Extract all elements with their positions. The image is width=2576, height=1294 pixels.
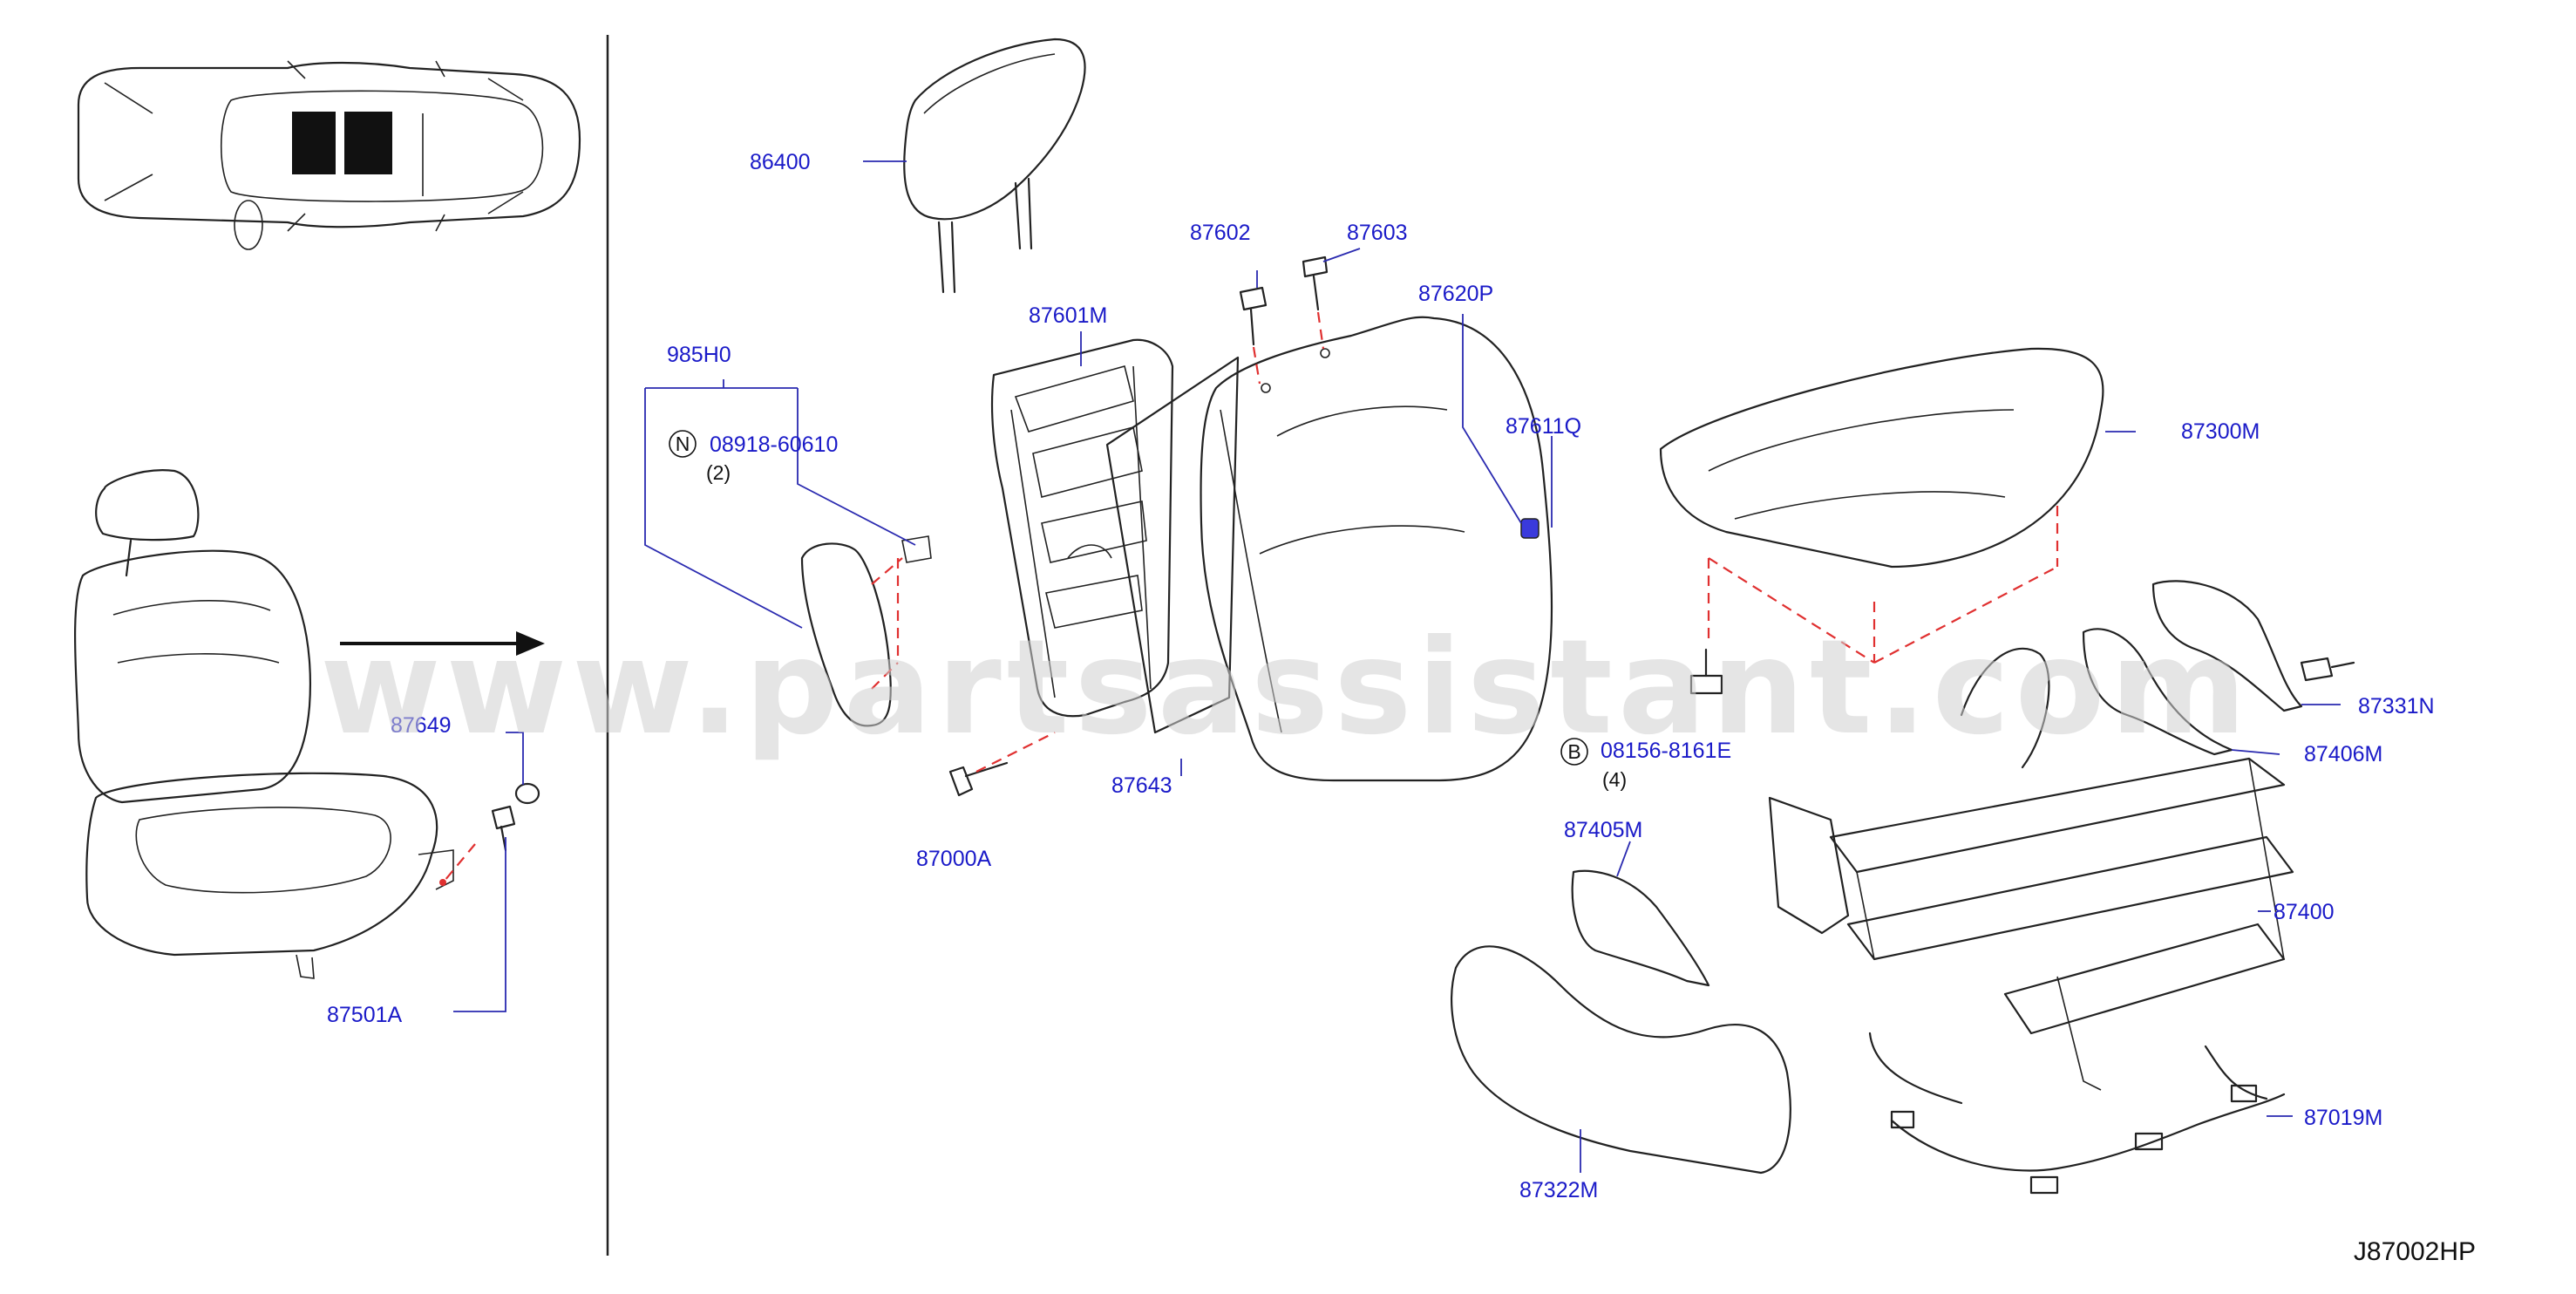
harness-87019M (1868, 1032, 2286, 1195)
seat-highlight-left (292, 112, 336, 174)
label-08156-8161E[interactable]: 08156-8161E (1601, 739, 1731, 763)
clip-87611Q (1520, 518, 1539, 539)
leader-lines (453, 160, 2341, 1173)
label-08918-60610[interactable]: 08918-60610 (710, 432, 838, 457)
dashed-install-links (444, 311, 2059, 882)
qty-08918-60610: (2) (706, 461, 731, 484)
label-87603[interactable]: 87603 (1347, 221, 1408, 245)
clips-87602-87603 (1239, 255, 1329, 346)
seatback-cover-87620P (1200, 316, 1553, 782)
direction-arrow (340, 631, 545, 656)
label-87620P[interactable]: 87620P (1418, 282, 1493, 306)
marker-b-circle (1560, 738, 1588, 766)
label-87643[interactable]: 87643 (1111, 773, 1172, 798)
marker-b: B (1567, 740, 1580, 763)
seat-highlight-right (344, 112, 392, 174)
label-87405M[interactable]: 87405M (1564, 818, 1642, 842)
label-87400[interactable]: 87400 (2274, 900, 2335, 924)
label-87406M[interactable]: 87406M (2304, 742, 2382, 766)
label-87611Q[interactable]: 87611Q (1505, 414, 1581, 439)
assembled-seat-illustration (74, 469, 454, 979)
label-87602[interactable]: 87602 (1190, 221, 1251, 245)
headrest-86400 (903, 37, 1086, 294)
seat-cushion-87300M (1659, 347, 2104, 569)
marker-n-circle (669, 430, 697, 458)
trim-87406M (2082, 628, 2233, 756)
label-87331N[interactable]: 87331N (2358, 694, 2435, 719)
trim-87331N (2151, 580, 2303, 712)
label-87501A[interactable]: 87501A (327, 1003, 403, 1027)
marker-n: N (676, 432, 690, 455)
bolt-87000A (948, 761, 1009, 797)
cap-87649 (514, 782, 540, 805)
diagram-reference: J87002HP (2354, 1237, 2476, 1266)
label-985H0[interactable]: 985H0 (667, 343, 731, 367)
bolt-87501A (491, 805, 516, 852)
seatback-frame-87601M (990, 338, 1174, 718)
label-87000A[interactable]: 87000A (916, 847, 992, 871)
car-top-view (77, 60, 581, 250)
qty-08156-8161E: (4) (1602, 768, 1627, 791)
label-87322M[interactable]: 87322M (1519, 1178, 1598, 1202)
watermark: www.partsassistant.com (320, 612, 2252, 764)
label-86400[interactable]: 86400 (750, 150, 811, 174)
side-cover-87322M (1451, 945, 1791, 1175)
label-87601M[interactable]: 87601M (1029, 303, 1107, 328)
label-87300M[interactable]: 87300M (2181, 419, 2260, 444)
label-87019M[interactable]: 87019M (2304, 1106, 2382, 1130)
trim-87405M (1571, 869, 1710, 987)
bolt-08156 (1689, 648, 1723, 695)
side-airbag-985H0 (800, 542, 892, 727)
back-board-87643 (1105, 356, 1240, 734)
bolt-87331N (2300, 657, 2355, 682)
seat-frame-87400 (1768, 647, 2294, 1091)
label-87649[interactable]: 87649 (391, 713, 452, 738)
